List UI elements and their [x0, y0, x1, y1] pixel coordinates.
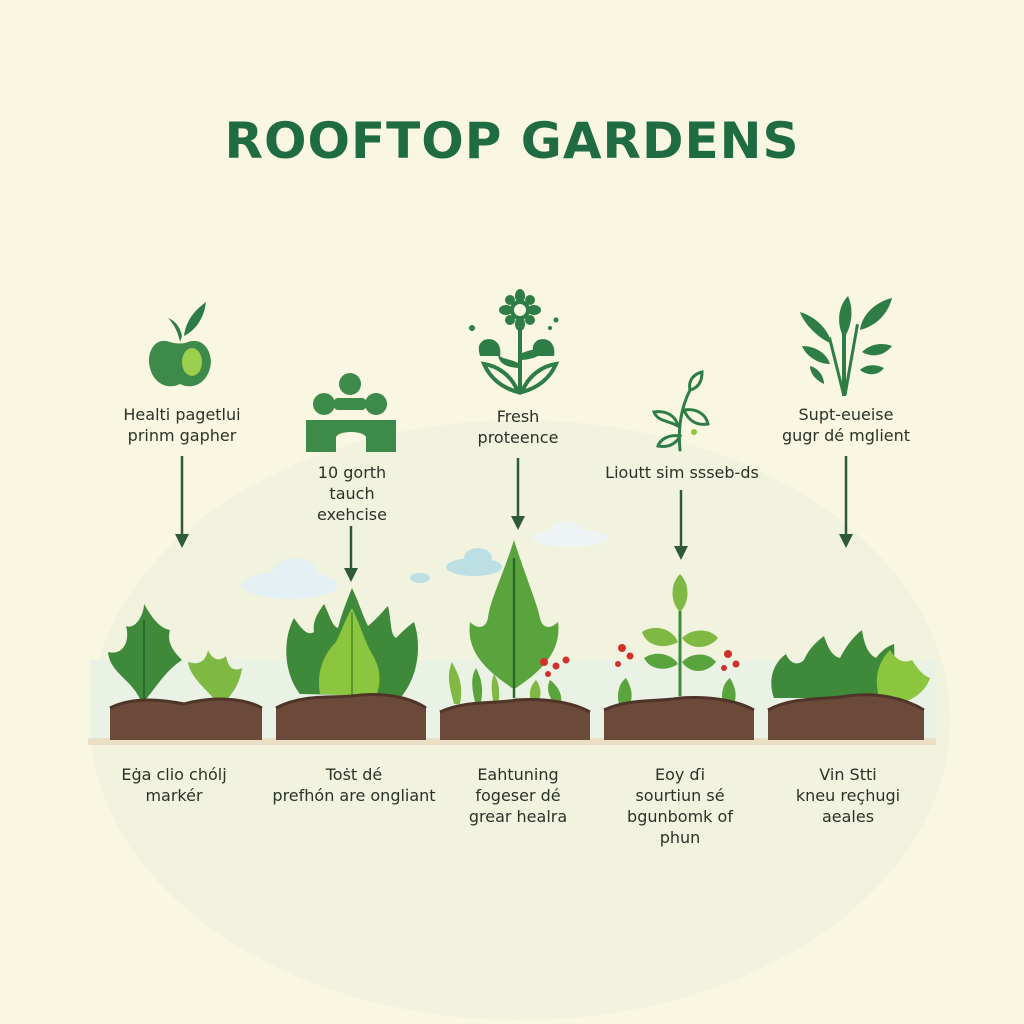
garden-bed-5 — [767, 630, 930, 740]
arrow-down-4 — [674, 490, 688, 560]
garden-bed-4 — [603, 574, 755, 740]
cloud-left — [242, 558, 338, 599]
bed-2-line-2: prefhón are onglіant — [272, 786, 436, 805]
bed-caption-2: Toṡt dé prefhón are onglіant — [256, 764, 452, 806]
bed-1-line-1: Eġa clio chólj — [121, 765, 227, 784]
bed-caption-3: Eahtuning fogeser dé grear healra — [428, 764, 608, 827]
benefit-2-line-3: exehcise — [317, 505, 387, 524]
bed-5-line-3: aeales — [821, 807, 875, 826]
bed-4-line-1: Eoy ɗi — [654, 765, 706, 784]
benefit-1-line-2: prinm gapher — [127, 426, 237, 445]
bed-5-line-1: Vin Stti — [819, 765, 877, 784]
bed-1-line-2: markér — [145, 786, 203, 805]
arrow-down-5 — [839, 456, 853, 548]
herb-icon — [800, 296, 892, 396]
benefit-4-line-1: Lioutt sim ssseb-ds — [605, 463, 759, 482]
benefit-caption-4: Lioutt sim ssseb-ds — [590, 462, 774, 483]
benefit-caption-3: Fresh proteence — [428, 406, 608, 448]
bed-3-line-3: grear healra — [468, 807, 568, 826]
page-title: ROOFTOP GARDENS — [224, 112, 800, 170]
bed-5-line-2: kneu reçhugi — [795, 786, 901, 805]
apple-icon — [148, 302, 211, 387]
benefit-3-line-2: proteence — [477, 428, 559, 447]
bed-caption-1: Eġa clio chólj markér — [84, 764, 264, 806]
cloud-small — [410, 573, 430, 583]
benefit-caption-2: 10 gorth tauch exehcise — [272, 462, 432, 525]
benefit-caption-5: Supt-eueise gugr dé mglient — [754, 404, 938, 446]
bed-4-line-3: bgunbomk of — [627, 807, 733, 826]
garden-bed-3 — [439, 540, 591, 740]
benefit-3-line-1: Fresh — [496, 407, 540, 426]
benefit-caption-1: Healti pagetlui prinm gapher — [92, 404, 272, 446]
garden-bed-1 — [108, 604, 263, 740]
bed-4-line-4: phun — [659, 828, 701, 847]
bed-4-line-2: sourtiun sé — [635, 786, 725, 805]
arrow-down-1 — [175, 456, 189, 548]
sprout-icon — [651, 370, 710, 452]
bed-3-line-2: fogeser dé — [475, 786, 561, 805]
arrow-down-3 — [511, 458, 525, 530]
benefit-5-line-1: Supt-eueise — [798, 405, 894, 424]
bed-3-line-1: Eahtuning — [477, 765, 559, 784]
bed-2-line-1: Toṡt dé — [325, 765, 383, 784]
arrow-down-2 — [344, 526, 358, 582]
bed-caption-5: Vin Stti kneu reçhugi aeales — [762, 764, 934, 827]
cloud-right — [532, 521, 608, 547]
benefit-1-line-1: Healti pagetlui — [123, 405, 241, 424]
bed-caption-4: Eoy ɗi sourtiun sé bgunbomk of phun — [592, 764, 768, 848]
people-icon — [306, 373, 396, 452]
cloud-mid — [446, 548, 502, 576]
flower-icon — [469, 289, 560, 395]
garden-bed-2 — [275, 588, 427, 740]
benefit-5-line-2: gugr dé mglient — [781, 426, 911, 445]
benefit-2-line-1: 10 gorth — [317, 463, 387, 482]
benefit-2-line-2: tauch — [329, 484, 375, 503]
